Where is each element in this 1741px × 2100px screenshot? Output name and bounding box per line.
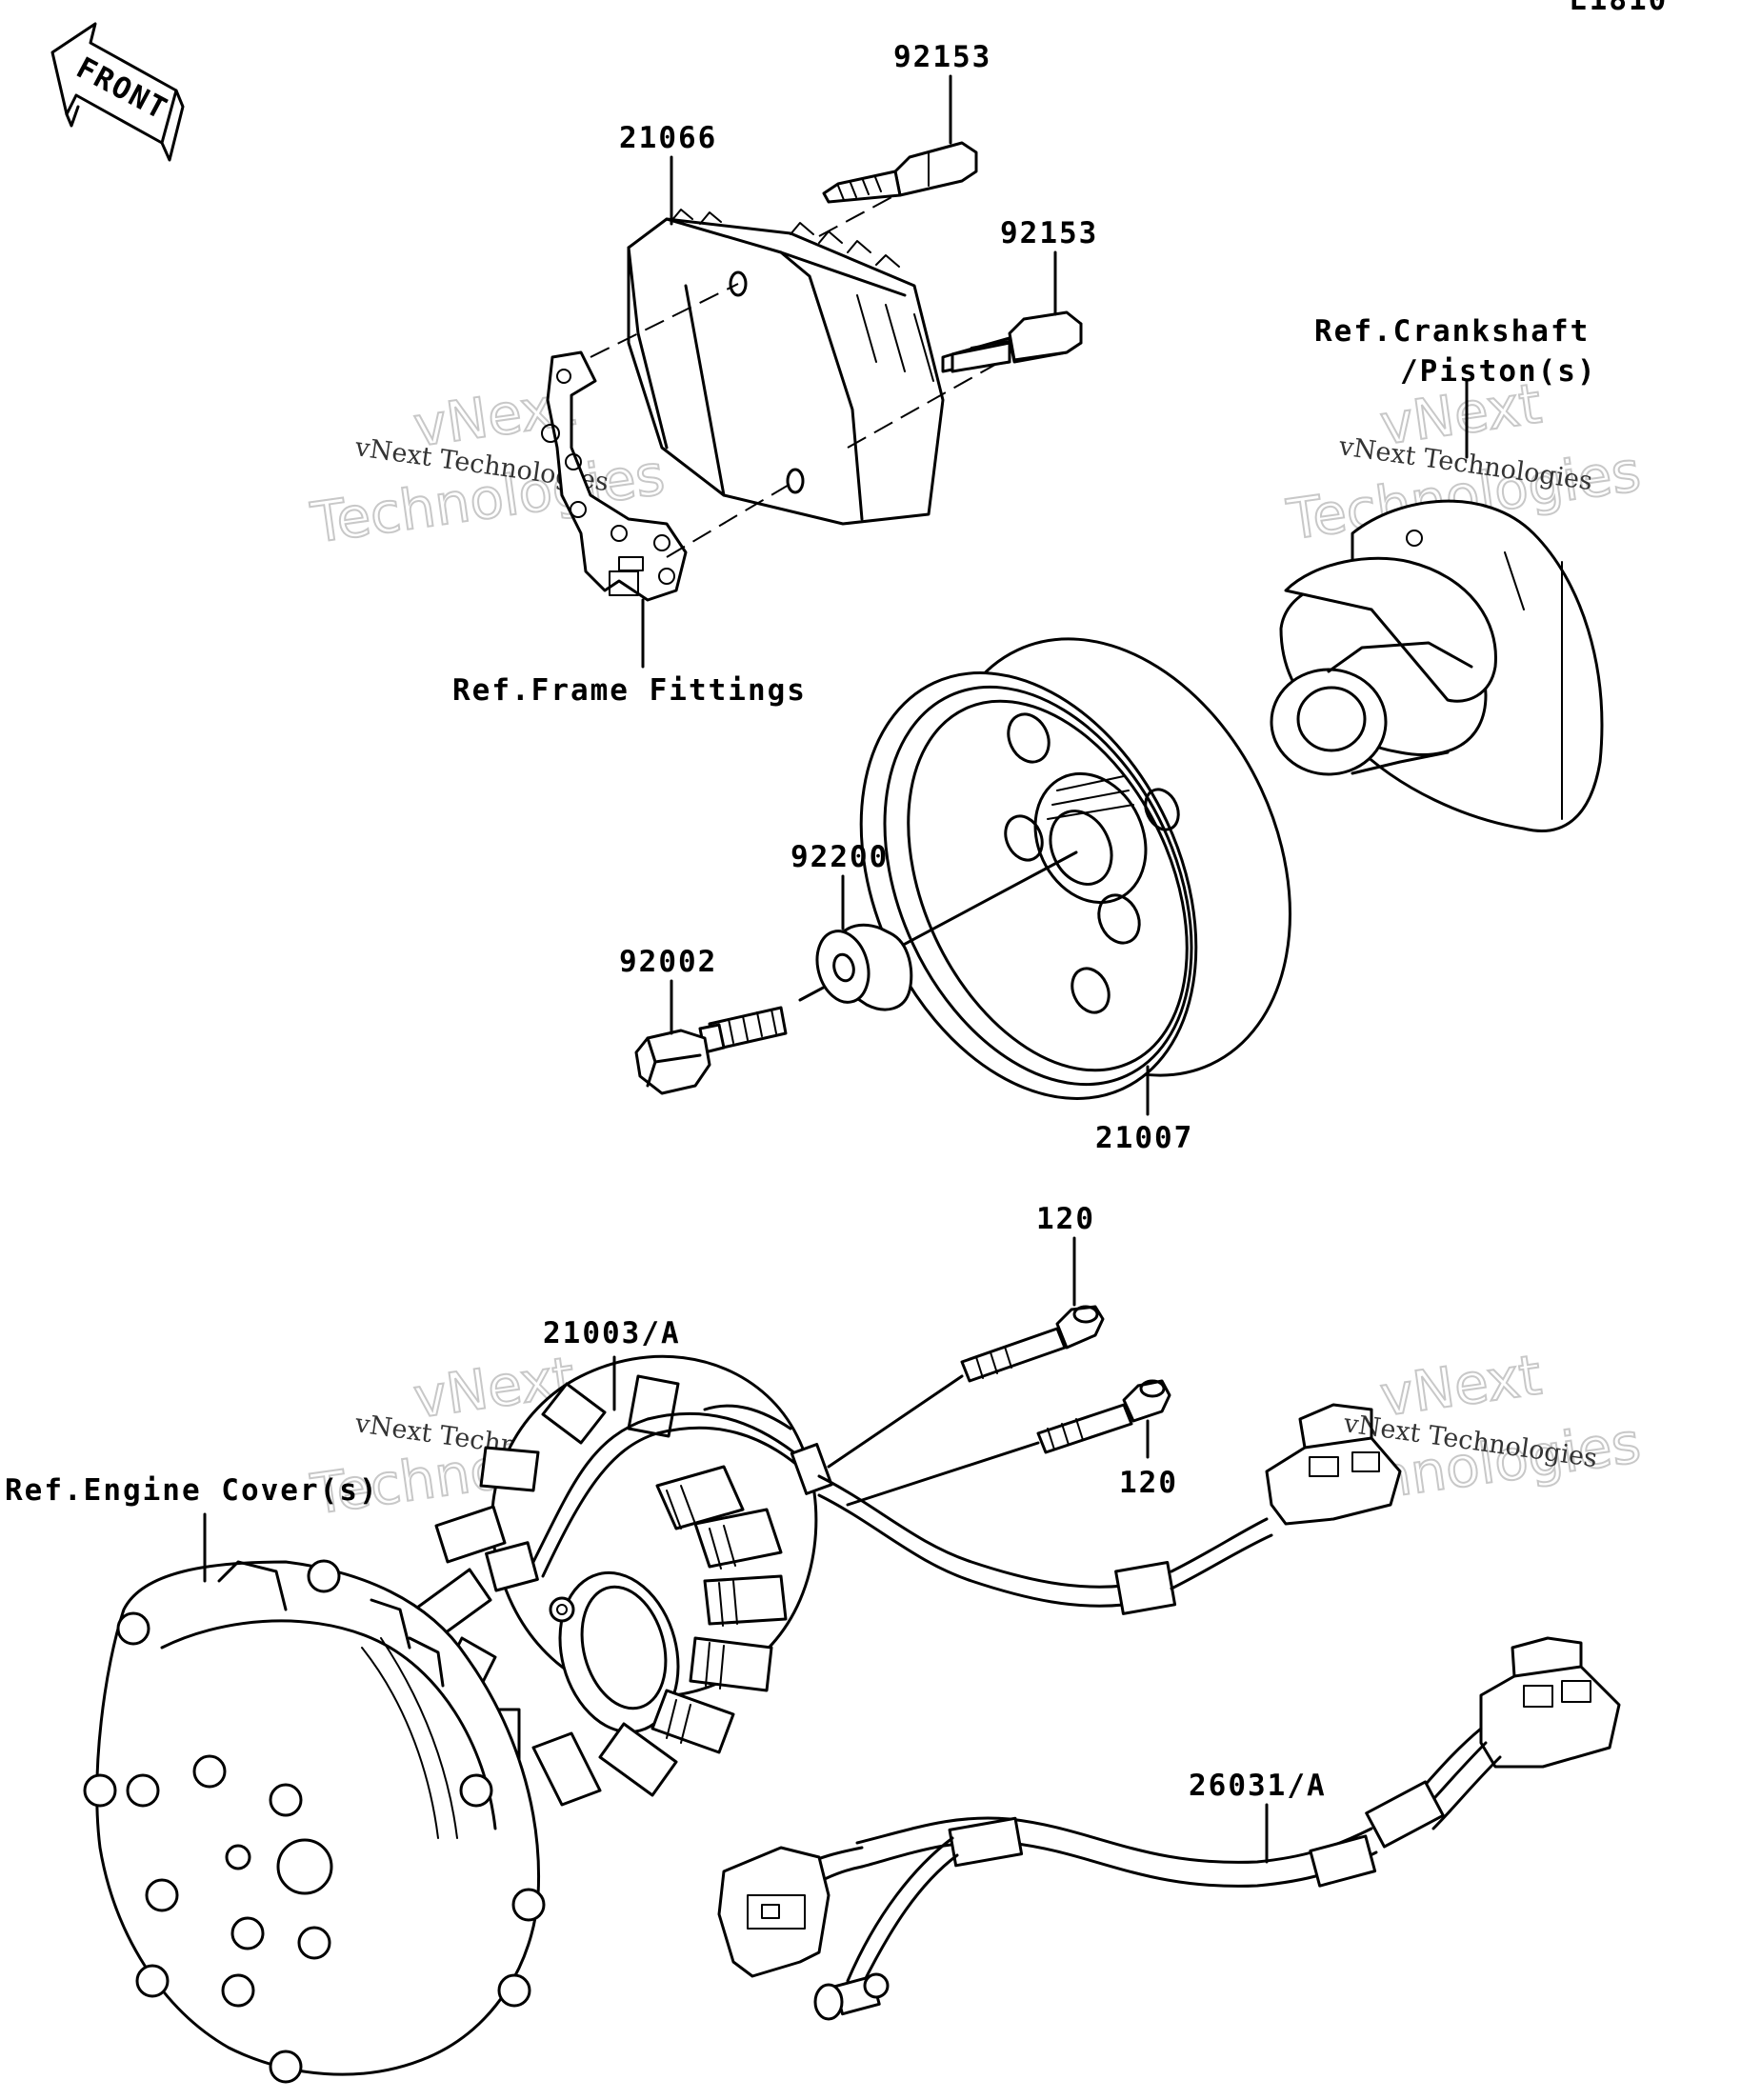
label-92153-top: 92153 — [893, 40, 991, 74]
leader-bolt-top — [818, 194, 896, 237]
bolt-92153-mid-shank — [951, 341, 1011, 373]
bolt-92153-top[interactable] — [822, 141, 978, 204]
bolt-92002[interactable] — [634, 1006, 788, 1095]
rotor-flywheel[interactable] — [796, 582, 1358, 1153]
bolt-92153-mid-head — [1008, 310, 1083, 362]
label-21007: 21007 — [1095, 1121, 1193, 1155]
label-ref-frame-fittings: Ref.Frame Fittings — [452, 673, 807, 708]
leader-regulator-hole-top — [590, 283, 739, 358]
label-92153-mid: 92153 — [1000, 216, 1098, 250]
label-ref-piston: /Piston(s) — [1400, 354, 1597, 389]
leader-regulator-hole-bottom — [666, 480, 796, 558]
label-26031: 26031/A — [1189, 1769, 1327, 1803]
frame-fittings-bracket — [541, 350, 688, 602]
label-ref-engine-cover: Ref.Engine Cover(s) — [5, 1473, 379, 1508]
label-21066: 21066 — [619, 121, 717, 155]
leader-stator-bolt-bottom — [846, 1441, 1040, 1507]
leader-stator-bolt-top — [827, 1374, 964, 1469]
stator-wiring — [531, 1403, 1402, 1615]
wiring-harness[interactable] — [717, 1636, 1621, 2021]
label-120-top: 120 — [1036, 1202, 1095, 1236]
label-120-bottom: 120 — [1119, 1466, 1178, 1500]
engine-cover — [83, 1559, 546, 2084]
bolt-120-top[interactable] — [960, 1305, 1105, 1383]
crankshaft — [1270, 499, 1604, 832]
front-arrow-icon: FRONT — [50, 22, 185, 162]
label-ref-crankshaft: Ref.Crankshaft — [1314, 314, 1590, 349]
label-92002: 92002 — [619, 945, 717, 979]
washer-92200[interactable] — [810, 923, 913, 1011]
label-92200: 92200 — [790, 840, 889, 874]
diagram-code: E1810 — [1570, 0, 1668, 17]
label-21003: 21003/A — [543, 1316, 681, 1350]
bolt-120-bottom[interactable] — [1036, 1379, 1171, 1454]
regulator-rectifier[interactable] — [627, 209, 945, 526]
